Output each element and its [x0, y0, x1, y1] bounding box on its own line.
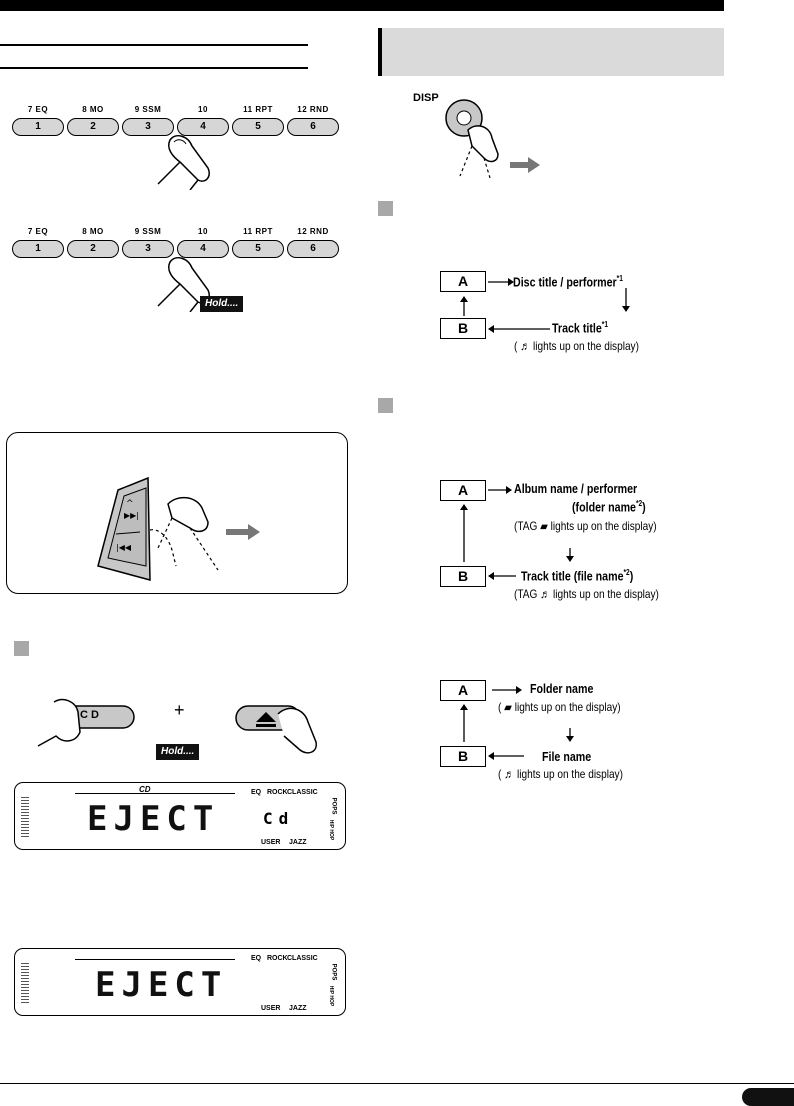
folder-icon-hint: (TAG ▰ lights up on the display)	[514, 519, 657, 533]
finger-press-icon	[157, 135, 210, 190]
folder-icon-hint: ( ▰ lights up on the display)	[498, 700, 621, 714]
level-meter-icon	[21, 963, 29, 1003]
arrow-right-icon	[226, 524, 260, 540]
folder-name-title: Folder name	[530, 681, 594, 696]
hold-tag-eject: Hold....	[156, 744, 200, 760]
section-title-box	[378, 28, 724, 76]
seek-button-illustration: ^ ▶▶| |◀◀	[97, 476, 219, 581]
mode-a-box: A	[440, 271, 486, 292]
mode-b-box: B	[440, 746, 486, 767]
footer-rule	[0, 1083, 794, 1084]
header-rule-bottom	[0, 67, 308, 69]
section-marker	[378, 398, 393, 413]
note-icon-hint: (TAG ♬ lights up on the display)	[514, 587, 659, 601]
arrow-right-icon	[510, 157, 540, 173]
section-marker	[14, 641, 29, 656]
up-chevron-icon: ^	[126, 499, 134, 509]
header-rule-top	[0, 44, 308, 46]
flow-arrows-cd	[460, 278, 630, 333]
display-main-text: EJECT	[95, 965, 228, 1005]
note-icon-hint: ( ♬ lights up on the display)	[514, 339, 639, 353]
tip-box	[6, 432, 348, 594]
file-name-title: File name	[542, 749, 592, 764]
prev-track-icon: |◀◀	[116, 543, 132, 552]
track-file-name-label: Track title (file name*2)	[521, 568, 634, 584]
display-main-text: EJECT	[87, 799, 220, 839]
cd-logo: CD	[139, 785, 151, 794]
track-title-label: Track title*1	[552, 320, 608, 336]
cd-button-label[interactable]: C D	[80, 709, 99, 721]
mode-a-box: A	[440, 480, 486, 501]
next-track-icon: ▶▶|	[124, 511, 139, 520]
section-marker	[378, 201, 393, 216]
mode-b-box: B	[440, 566, 486, 587]
flow-arrows-mp3-tag	[460, 486, 574, 580]
eject-button-illustration	[235, 705, 317, 754]
page-number-tab	[742, 1088, 794, 1106]
display-side-text: Cd	[263, 809, 295, 828]
lcd-display-2: EJECT EQ ROCK CLASSIC POPS USER JAZZ HIP…	[14, 948, 346, 1016]
eject-icon	[256, 712, 276, 722]
album-name-label: Album name / performer	[514, 481, 638, 496]
disp-button-illustration[interactable]	[428, 96, 548, 180]
cd-button-illustration	[37, 698, 135, 747]
hold-tag: Hold....	[200, 296, 244, 312]
level-meter-icon	[21, 797, 29, 837]
folder-name-label: (folder name*2)	[572, 499, 646, 515]
note-icon-hint: ( ♬ lights up on the display)	[498, 767, 623, 781]
disc-title-label: Disc title / performer*1	[513, 274, 623, 290]
flow-arrows-mp3	[460, 686, 574, 760]
mode-a-box: A	[440, 680, 486, 701]
disp-label: DISP	[413, 92, 439, 104]
top-black-bar	[0, 0, 724, 11]
mode-b-box: B	[440, 318, 486, 339]
lcd-display-1: CD EJECT Cd EQ ROCK CLASSIC POPS USER JA…	[14, 782, 346, 850]
plus-sign: +	[174, 700, 185, 720]
